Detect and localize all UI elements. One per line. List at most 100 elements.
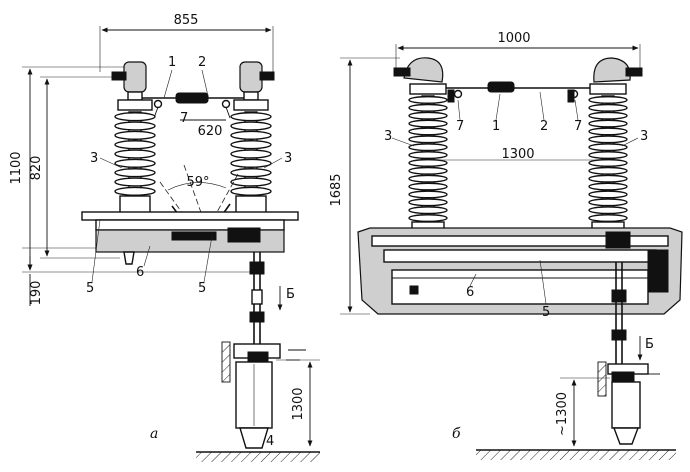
insulator-right-b [588,83,628,237]
view-b: 1000 1685 [329,31,683,460]
insulator-shed [588,111,628,120]
callout-6-b: 6 [466,285,474,300]
drive-shaft-a: Б [249,252,295,350]
callout-1-b: 1 [492,119,500,134]
dim-1000-label: 1000 [497,31,530,46]
insulator-shed [230,158,272,168]
insulator-shed [230,140,272,150]
insulator-shed [588,174,628,183]
dim-1100-label: 1100 [9,151,24,184]
insulator-shed [114,168,156,178]
insulator-shed [408,174,448,183]
caption-a: а [150,426,158,442]
dim-heights-a: 1100 820 190 [9,66,250,306]
insulator-shed [408,206,448,215]
insulator-shed [588,143,628,152]
insulator-shed [408,135,448,144]
callout-1-a: 1 [168,55,176,70]
callout-4-a: 4 [266,434,274,449]
dim-width-b: 1000 [395,31,641,70]
dim-1685-label: 1685 [329,173,344,206]
insulator-left-a [114,99,156,215]
drive-mechanism-b [597,361,660,445]
dim-1300-spacing-b: 1300 [428,147,608,162]
dim-190-label: 190 [29,281,44,306]
dim-1300-drive-label: ~1300 [555,392,570,436]
insulator-shed [588,103,628,112]
callout-2-b: 2 [540,119,548,134]
callout-3-left-a: 3 [90,151,98,166]
contact-blade-a [142,92,244,119]
insulator-left-b [408,83,448,237]
callout-5-b: 5 [542,305,550,320]
insulator-shed [588,158,628,167]
insulator-shed [230,186,272,196]
insulator-shed [408,190,448,199]
insulator-shed [114,158,156,168]
insulator-shed [114,186,156,196]
dim-820-label: 820 [29,156,44,181]
dim-620-label: 620 [198,124,223,139]
callout-7-right-b: 7 [574,119,582,134]
insulator-shed [230,130,272,140]
terminal-right-a [239,61,275,101]
insulator-shed [408,95,448,104]
caption-b: б [452,426,461,442]
insulator-shed [408,198,448,207]
insulator-right-a [230,99,272,215]
callouts-b: 3 3 7 1 2 7 5 6 [384,91,648,320]
insulator-shed [230,112,272,122]
insulator-shed [408,119,448,128]
insulator-shed [588,182,628,191]
insulator-shed [408,103,448,112]
dim-620-a: 620 [180,119,226,139]
insulator-shed [588,206,628,215]
insulator-shed [408,182,448,191]
insulator-shed [408,214,448,223]
dim-855-label: 855 [174,13,199,28]
insulator-shed [588,166,628,175]
ground-a [196,451,320,462]
insulator-shed [408,166,448,175]
dim-width-a: 855 [99,13,274,72]
insulator-shed [408,111,448,120]
insulator-shed [588,135,628,144]
insulator-shed [588,95,628,104]
base-frame-b [357,227,683,315]
insulator-shed [588,151,628,160]
callouts-a: 1 2 7 3 3 5 6 5 [86,55,292,296]
insulator-shed [588,119,628,128]
insulator-shed [408,151,448,160]
dim-1300-spacing-label: 1300 [501,147,534,162]
insulator-shed [230,121,272,131]
dim-1300-drive-b: ~1300 [555,377,610,447]
insulator-shed [114,140,156,150]
insulator-shed [230,168,272,178]
insulator-shed [114,112,156,122]
dim-1685-b: 1685 [329,57,400,315]
b-arrow-label-b: Б [645,337,654,352]
insulator-shed [114,121,156,131]
view-a: 855 1100 820 190 [9,13,320,462]
terminal-left-a [111,61,147,101]
insulator-shed [588,214,628,223]
insulator-shed [588,198,628,207]
drive-shaft-b: Б [611,262,654,366]
callout-2-a: 2 [198,55,206,70]
callout-5-right-a: 5 [198,281,206,296]
angle-label: 59° [186,175,209,190]
callout-5-left-a: 5 [86,281,94,296]
insulator-shed [114,177,156,187]
b-arrow-label-a: Б [286,287,295,302]
dim-1300-label-a: 1300 [291,387,306,420]
insulator-shed [114,130,156,140]
callout-3-left-b: 3 [384,129,392,144]
ground-b [476,449,676,460]
callout-3-right-a: 3 [284,151,292,166]
dim-1300-a: 1300 [276,359,320,447]
insulator-shed [408,127,448,136]
insulator-shed [114,149,156,159]
callout-6-a: 6 [136,265,144,280]
terminal-right-b [593,57,643,83]
